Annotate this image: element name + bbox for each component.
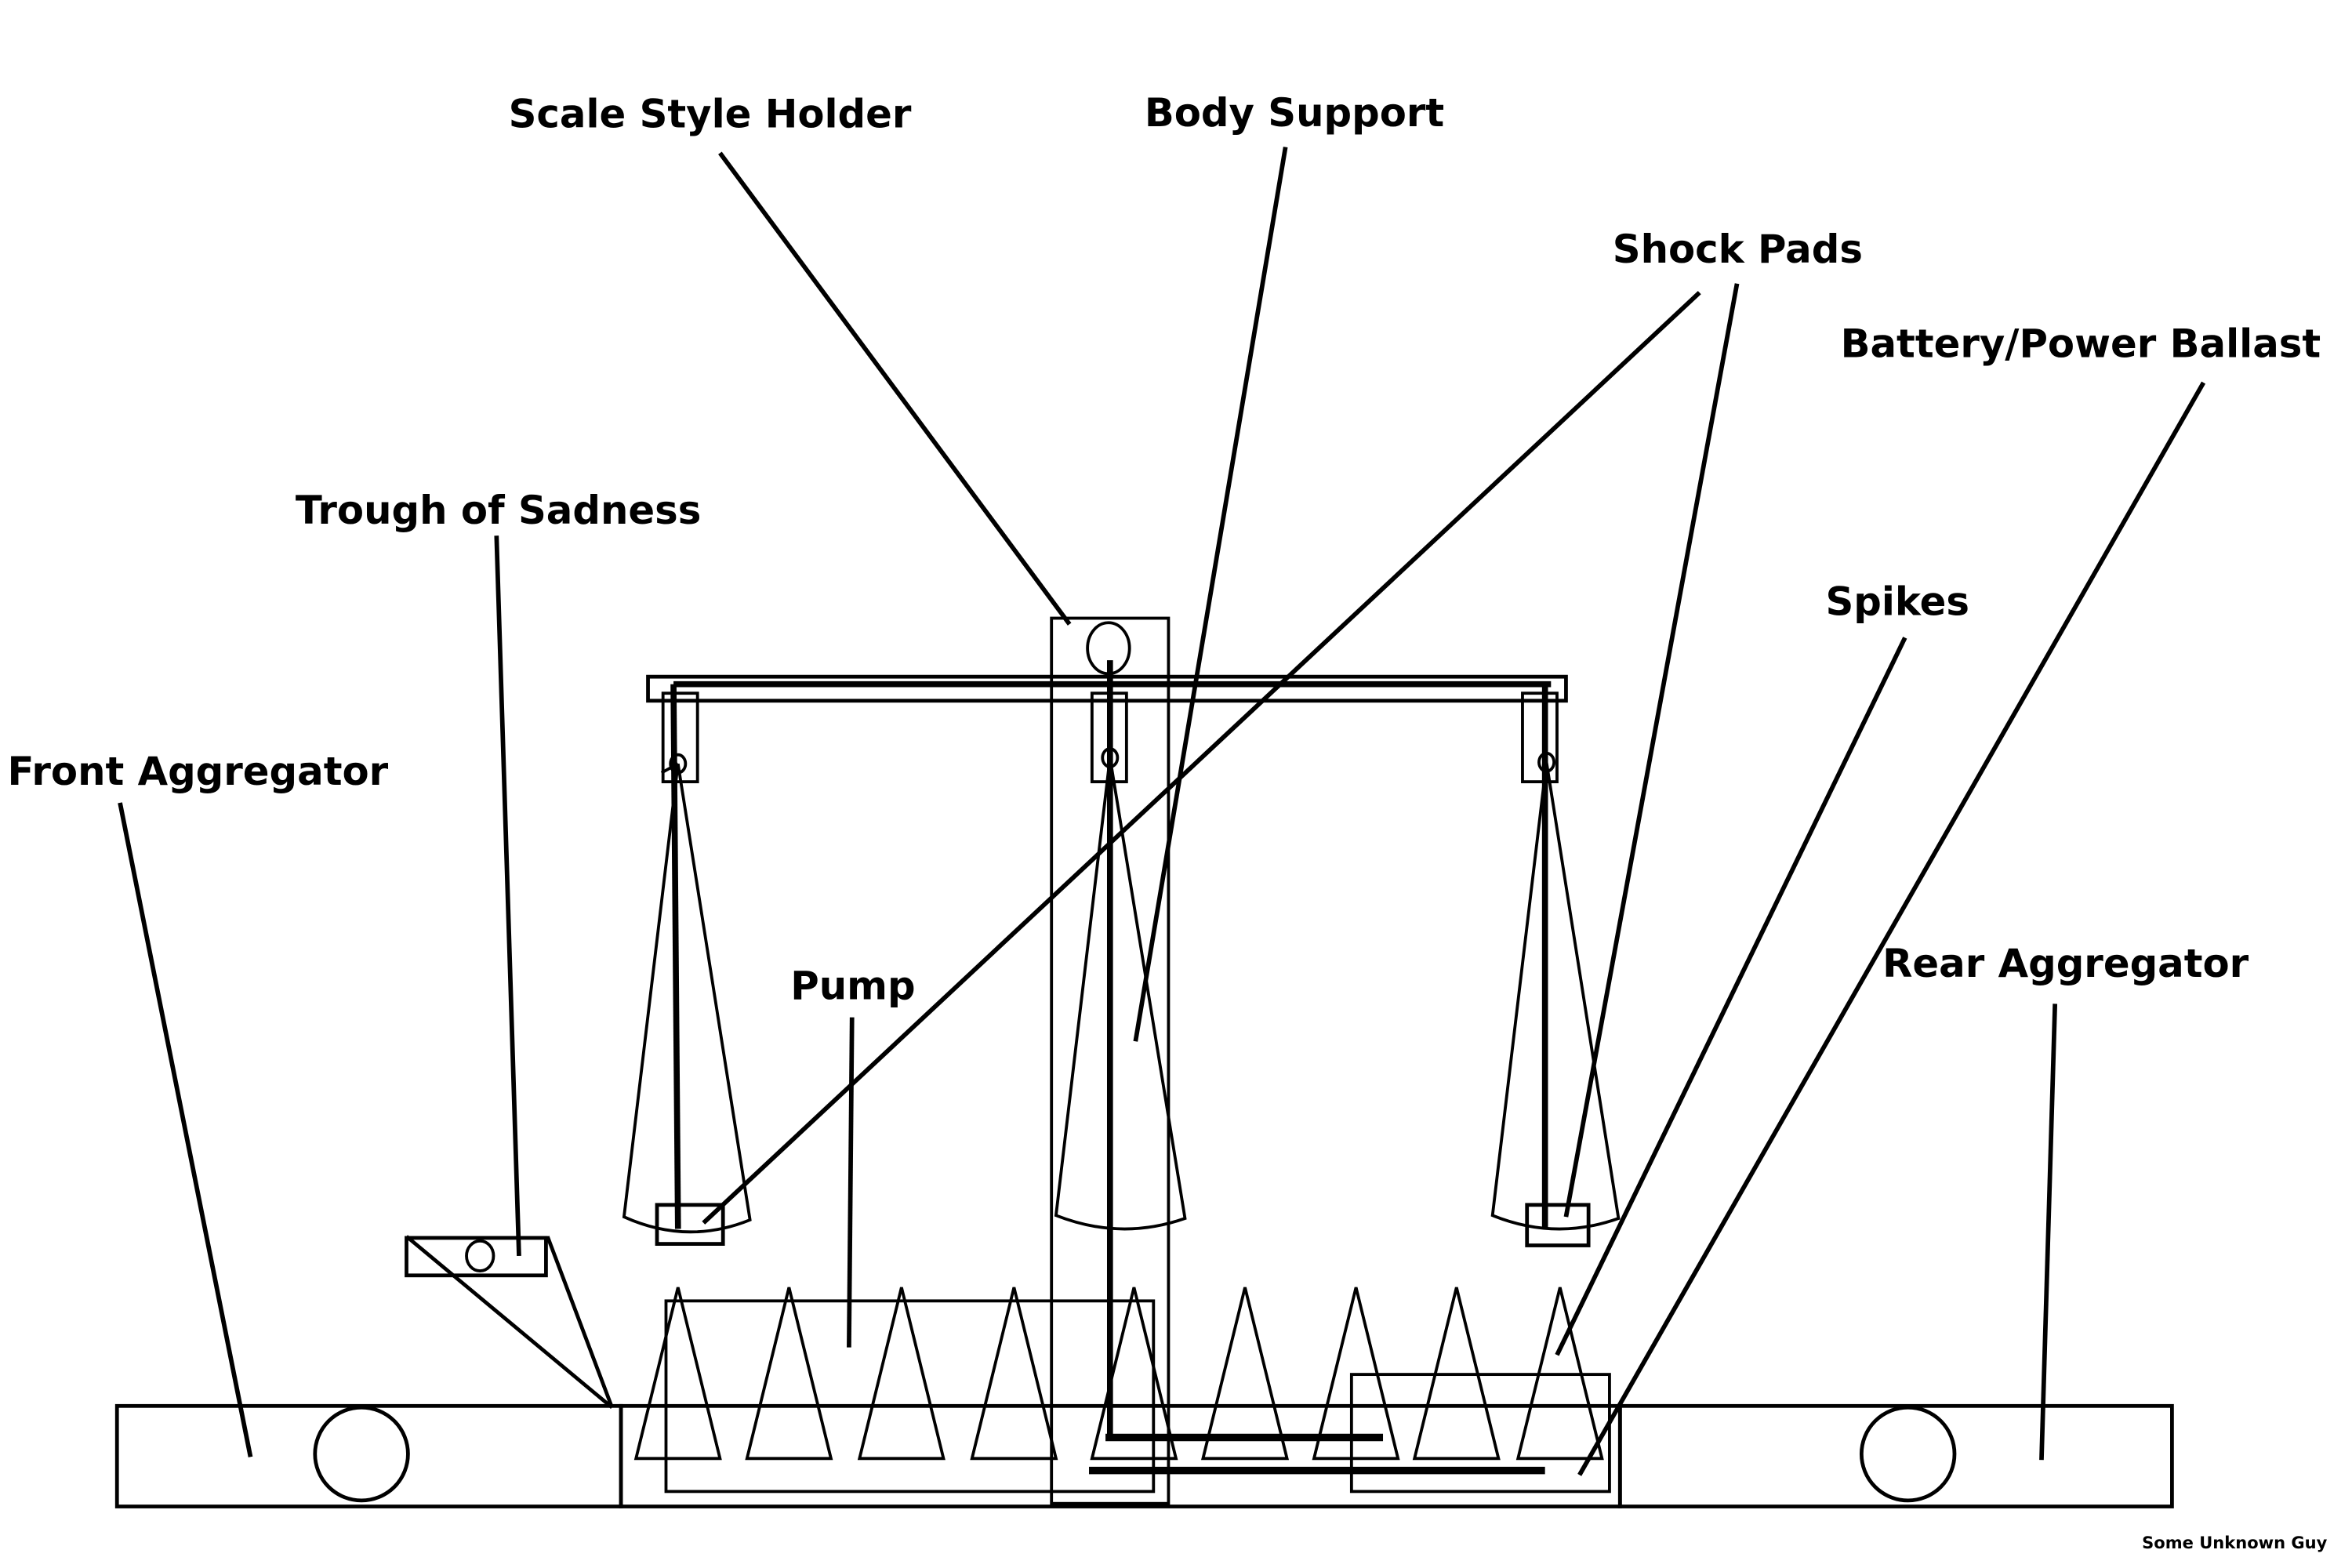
leader-spikes [1555,637,1907,1356]
base-platform [114,1403,2174,1508]
label-spikes: Spikes [1825,579,1969,625]
leader-pump [847,1017,855,1348]
body-support-column [1050,616,1171,1505]
trough-circle [465,1239,495,1272]
spike [745,1287,833,1461]
right-hanger-bracket [1521,691,1559,784]
front-aggregator-box [114,1403,623,1508]
label-battery-power-ballast: Battery/Power Ballast [1841,321,2321,366]
pan-cone [1054,757,1187,1231]
shock-pad-right [1525,1203,1591,1247]
rear-aggregator-wheel [1859,1405,1957,1503]
leader-trough-of-sadness [494,535,521,1257]
leader-body-support [1133,147,1288,1042]
trough-box [405,1236,548,1278]
battery-box [1349,1373,1611,1494]
spike [1515,1287,1604,1461]
leader-front-aggregator [118,802,253,1457]
label-scale-style-holder: Scale Style Holder [509,92,912,137]
pan-joint [660,762,679,775]
label-pump: Pump [790,964,915,1009]
leader-battery-power-ballast [1577,381,2206,1476]
trough-of-sadness [405,1235,614,1410]
left-hang-rod [670,684,681,1229]
spike [633,1287,722,1461]
label-body-support: Body Support [1145,90,1444,136]
front-aggregator-wheel [313,1405,410,1503]
spike [1312,1287,1400,1461]
pan-cone [622,763,752,1234]
pan-right [1490,761,1621,1247]
spike [1090,1287,1178,1461]
trough-strut [546,1236,614,1409]
trough-strut [405,1235,614,1410]
shock-pad-left [655,1203,725,1246]
leader-rear-aggregator [2039,1004,2058,1461]
leader-shock-pads-right [1563,283,1740,1218]
pan-cone [1490,761,1621,1231]
pan-left [622,762,752,1246]
label-rear-aggregator: Rear Aggregator [1882,941,2249,986]
pan-center [1054,757,1187,1231]
spikes-group [633,1287,1604,1461]
leader-shock-pads-left [702,291,1701,1225]
label-front-aggregator: Front Aggregator [8,749,389,794]
pump-box [664,1299,1156,1494]
spike [970,1287,1058,1461]
center-hanger-bracket [1090,691,1128,784]
spike [1412,1287,1501,1461]
leader-scale-style-holder [718,151,1072,626]
spike [1200,1287,1290,1461]
spike [857,1287,946,1461]
label-shock-pads: Shock Pads [1613,227,1863,272]
label-trough-of-sadness: Trough of Sadness [296,488,701,533]
signature: Some Unknown Guy [2142,1533,2327,1552]
rear-aggregator-box [1617,1403,2174,1508]
